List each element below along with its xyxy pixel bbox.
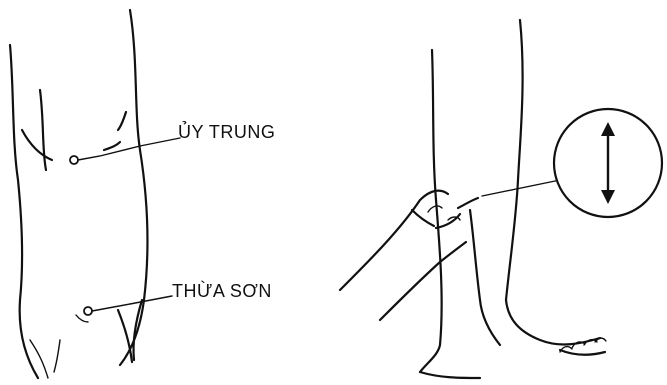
pointer-leader-line [482,180,560,196]
magnifier-inset [554,109,662,217]
thua-son-marker [84,307,92,315]
hands [340,191,478,320]
uy-trung-leader-line [78,138,180,160]
leg-back-view [10,10,147,378]
thua-son-leader-line [92,296,172,311]
uy-trung-marker [70,156,78,164]
thua-son-label: THỪA SƠN [172,280,272,301]
point-uy-trung: ỦY TRUNG [70,121,275,164]
uy-trung-label: ỦY TRUNG [178,121,275,142]
point-thua-son: THỪA SƠN [84,280,272,315]
